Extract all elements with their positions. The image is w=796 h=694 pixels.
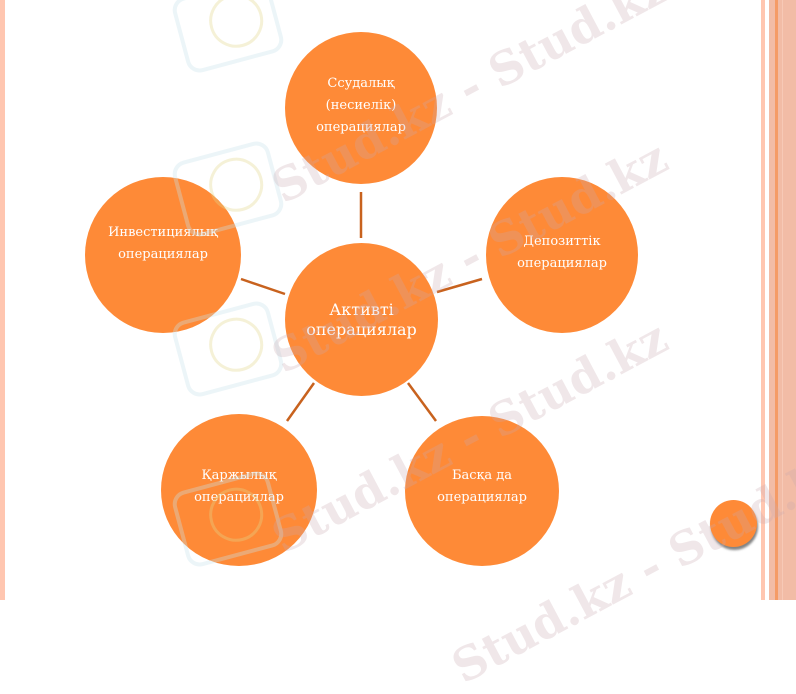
connector-center-deposit — [436, 277, 483, 294]
node-other-operations: Басқа да операциялар — [405, 416, 559, 566]
node-investment-line-2: операциялар — [118, 247, 208, 262]
right-decorative-stripe-dark — [775, 0, 778, 600]
connector-center-financial — [285, 382, 316, 422]
node-financial-line-1: Қаржылық — [201, 468, 277, 483]
node-financial-operations: Қаржылық операциялар — [161, 414, 317, 566]
center-node-line-2: операциялар — [306, 319, 417, 339]
node-loan-operations: Ссудалық (несиелік) операциялар — [285, 32, 437, 184]
center-node-line-1: Активті — [329, 299, 394, 319]
connector-lines — [240, 192, 483, 422]
node-investment-operations: Инвестициялық операциялар — [85, 177, 241, 333]
node-loan-line-3: операциялар — [316, 120, 406, 135]
right-decorative-stripe-thin — [782, 0, 783, 600]
right-decorative-stripe — [761, 0, 765, 600]
center-node-active-operations: Активті операциялар — [285, 243, 438, 396]
slide-nav-dot[interactable] — [710, 500, 757, 547]
node-other-line-2: операциялар — [437, 490, 527, 505]
node-loan-line-1: Ссудалық — [327, 76, 395, 91]
connector-center-investment — [240, 277, 286, 296]
node-other-line-1: Басқа да — [451, 468, 513, 483]
left-decorative-stripe — [0, 0, 5, 600]
node-deposit-operations: Депозиттік операциялар — [486, 177, 638, 333]
connector-center-other — [406, 382, 438, 422]
node-investment-line-1: Инвестициялық — [108, 225, 218, 240]
node-deposit-line-2: операциялар — [517, 256, 607, 271]
node-deposit-line-1: Депозиттік — [523, 234, 601, 249]
node-financial-line-2: операциялар — [194, 490, 284, 505]
node-loan-line-2: (несиелік) — [325, 98, 397, 113]
